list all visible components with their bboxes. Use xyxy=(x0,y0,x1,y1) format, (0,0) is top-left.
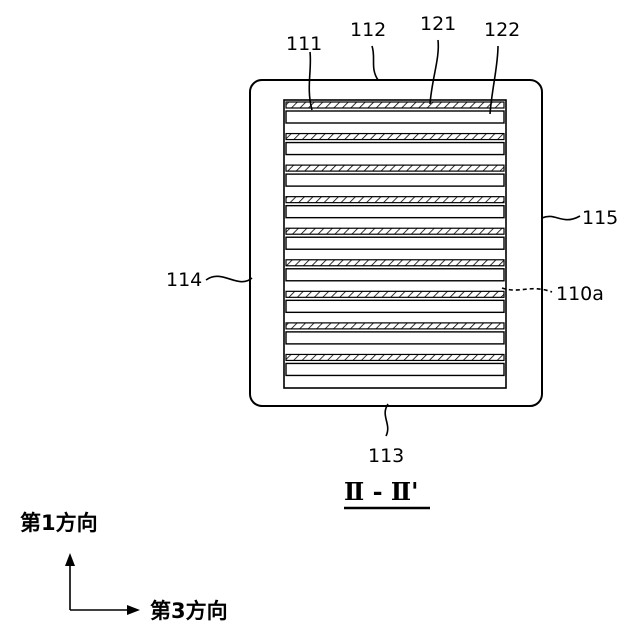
hatched-layer xyxy=(286,165,504,171)
plain-layer xyxy=(286,174,504,186)
plain-layer xyxy=(286,111,504,123)
leader-115 xyxy=(542,216,580,220)
label-115: 115 xyxy=(582,207,618,229)
hatched-layer xyxy=(286,291,504,297)
label-121: 121 xyxy=(420,13,456,35)
first-direction-arrowhead xyxy=(65,553,75,566)
hatched-layer xyxy=(286,197,504,203)
label-111: 111 xyxy=(286,33,322,55)
plain-layer xyxy=(286,237,504,249)
label-110a: 110a xyxy=(556,283,604,305)
leader-110a xyxy=(502,288,552,292)
plain-layer xyxy=(286,206,504,218)
third-direction-label: 第3方向 xyxy=(150,599,228,623)
hatched-layer xyxy=(286,102,504,108)
hatched-layer xyxy=(286,228,504,234)
electrode-stack xyxy=(284,100,506,388)
section-label: Ⅱ - Ⅱ' xyxy=(344,477,418,506)
hatched-layer xyxy=(286,260,504,266)
plain-layer xyxy=(286,143,504,155)
label-112: 112 xyxy=(350,19,386,41)
leader-121 xyxy=(430,40,438,104)
leader-114 xyxy=(206,276,252,281)
hatched-layer xyxy=(286,323,504,329)
label-114: 114 xyxy=(166,269,202,291)
plain-layer xyxy=(286,363,504,375)
hatched-layer xyxy=(286,134,504,140)
plain-layer xyxy=(286,332,504,344)
label-122: 122 xyxy=(484,19,520,41)
first-direction-label: 第1方向 xyxy=(20,511,98,535)
leader-112 xyxy=(372,46,378,80)
label-113: 113 xyxy=(368,445,404,467)
plain-layer xyxy=(286,269,504,281)
leader-113 xyxy=(385,404,388,436)
plain-layer xyxy=(286,300,504,312)
third-direction-arrowhead xyxy=(127,605,140,615)
hatched-layer xyxy=(286,354,504,360)
